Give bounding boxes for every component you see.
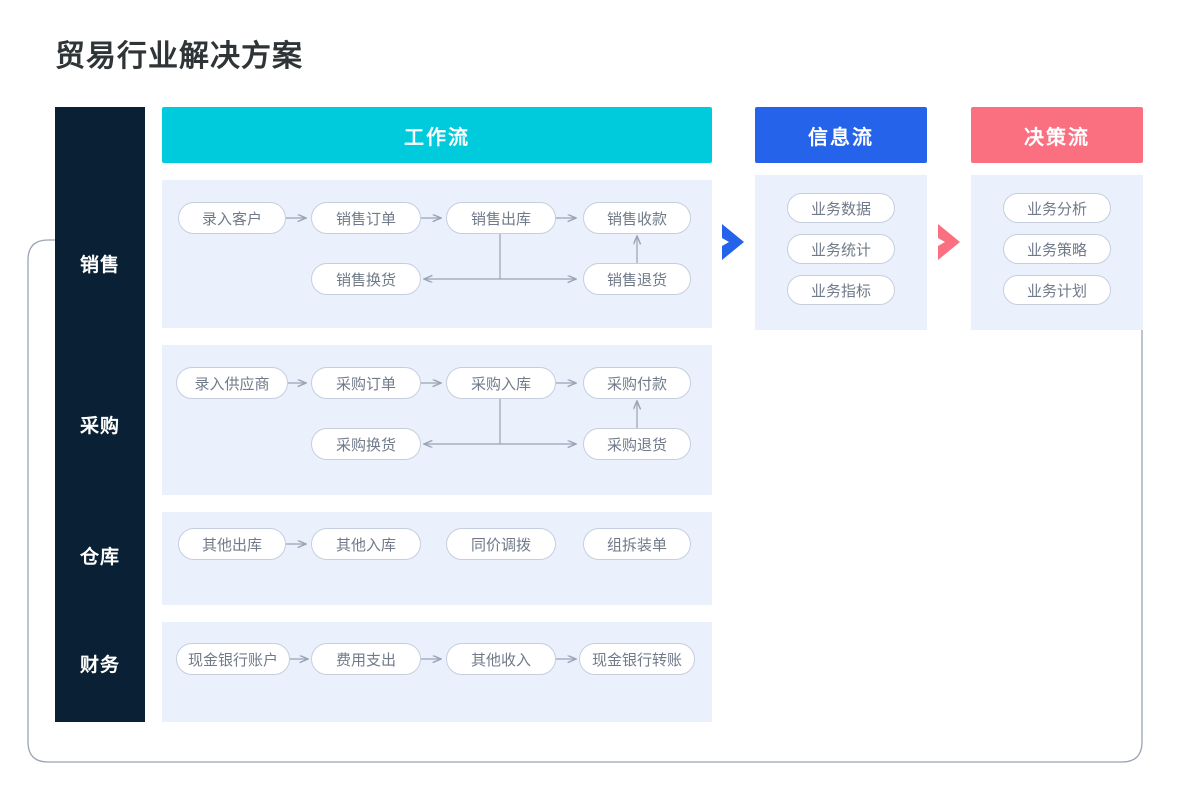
header-decision-flow: 决策流 — [971, 107, 1143, 163]
node-p6[interactable]: 采购退货 — [583, 428, 691, 460]
decision-item-3[interactable]: 业务计划 — [1003, 275, 1111, 305]
node-f2[interactable]: 费用支出 — [311, 643, 421, 675]
chevron-right-red-icon — [938, 224, 960, 260]
node-w4[interactable]: 组拆装单 — [583, 528, 691, 560]
decision-item-2[interactable]: 业务策略 — [1003, 234, 1111, 264]
sidebar-item-warehouse[interactable]: 仓库 — [79, 547, 120, 568]
node-w1[interactable]: 其他出库 — [178, 528, 286, 560]
node-p2[interactable]: 采购订单 — [311, 367, 421, 399]
header-workflow: 工作流 — [162, 107, 712, 163]
node-s2[interactable]: 销售订单 — [311, 202, 421, 234]
node-f1[interactable]: 现金银行账户 — [176, 643, 290, 675]
header-info-flow: 信息流 — [755, 107, 927, 163]
workflow-row-purchase: 录入供应商 采购订单 采购入库 采购付款 采购换货 采购退货 — [162, 345, 712, 495]
node-w3[interactable]: 同价调拨 — [446, 528, 556, 560]
sidebar-item-purchase[interactable]: 采购 — [79, 416, 120, 437]
workflow-row-sales: 录入客户 销售订单 销售出库 销售收款 销售换货 销售退货 — [162, 180, 712, 328]
node-p5[interactable]: 采购换货 — [311, 428, 421, 460]
category-sidebar: 销售 采购 仓库 财务 — [55, 107, 145, 722]
sidebar-item-finance[interactable]: 财务 — [79, 655, 120, 676]
node-f3[interactable]: 其他收入 — [446, 643, 556, 675]
info-item-2[interactable]: 业务统计 — [787, 234, 895, 264]
page-title: 贸易行业解决方案 — [55, 40, 303, 73]
node-p1[interactable]: 录入供应商 — [176, 367, 288, 399]
node-s1[interactable]: 录入客户 — [178, 202, 286, 234]
info-item-1[interactable]: 业务数据 — [787, 193, 895, 223]
node-s4[interactable]: 销售收款 — [583, 202, 691, 234]
workflow-row-finance: 现金银行账户 费用支出 其他收入 现金银行转账 — [162, 622, 712, 722]
info-flow-panel: 业务数据 业务统计 业务指标 — [755, 175, 927, 330]
node-s5[interactable]: 销售换货 — [311, 263, 421, 295]
sidebar-item-sales[interactable]: 销售 — [79, 255, 120, 276]
node-s6[interactable]: 销售退货 — [583, 263, 691, 295]
node-w2[interactable]: 其他入库 — [311, 528, 421, 560]
chevron-right-blue-icon — [722, 224, 744, 260]
info-item-3[interactable]: 业务指标 — [787, 275, 895, 305]
workflow-row-warehouse: 其他出库 其他入库 同价调拨 组拆装单 — [162, 512, 712, 605]
decision-item-1[interactable]: 业务分析 — [1003, 193, 1111, 223]
node-f4[interactable]: 现金银行转账 — [579, 643, 695, 675]
node-p3[interactable]: 采购入库 — [446, 367, 556, 399]
node-p4[interactable]: 采购付款 — [583, 367, 691, 399]
node-s3[interactable]: 销售出库 — [446, 202, 556, 234]
decision-flow-panel: 业务分析 业务策略 业务计划 — [971, 175, 1143, 330]
